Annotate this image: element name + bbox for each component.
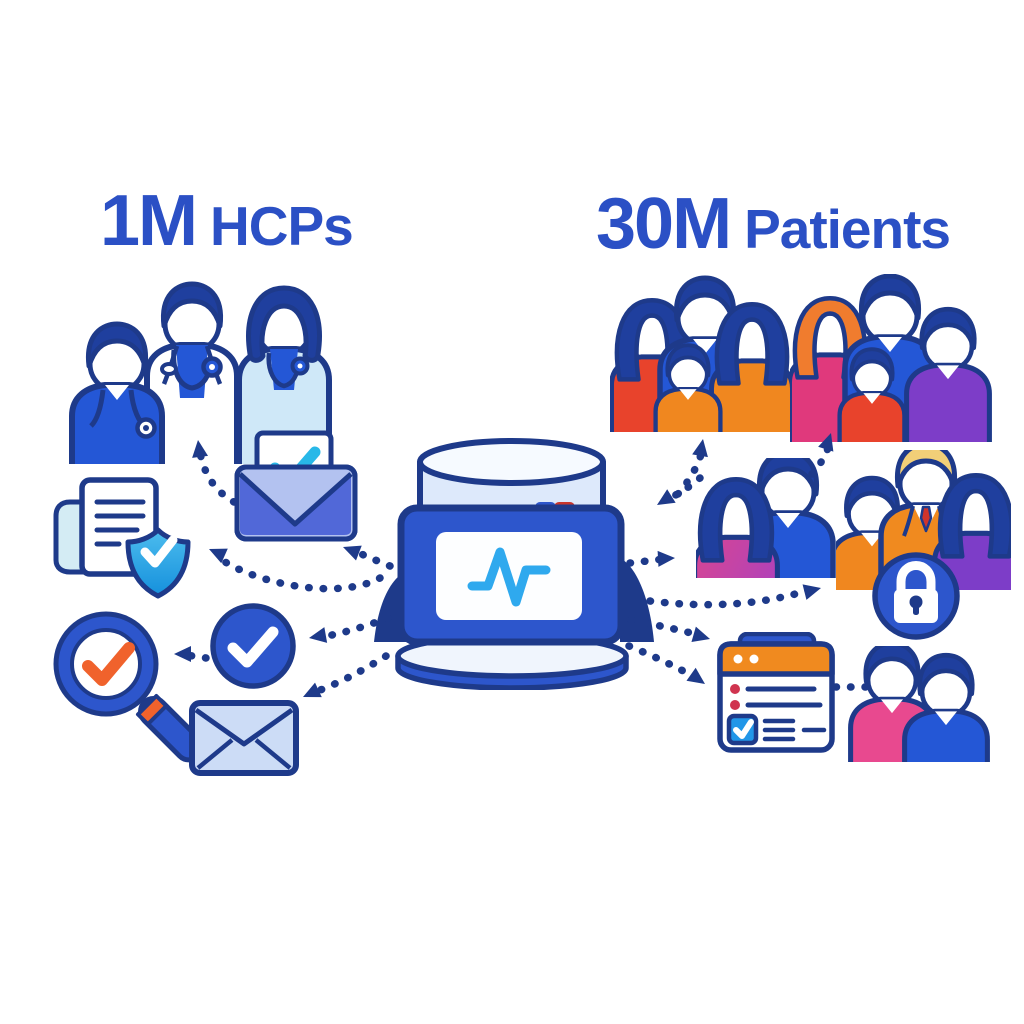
patient-woman-orange (712, 304, 793, 432)
doctor-male-whitecoat (147, 284, 237, 464)
patient-man-blue (845, 276, 935, 442)
patient-woman-magenta (696, 479, 777, 578)
lock-icon (872, 552, 960, 640)
check-circle-icon (210, 603, 296, 689)
envelope-icon (189, 700, 299, 776)
patient-bottom-pair (842, 646, 992, 762)
patient-man-blue (905, 655, 988, 762)
consent-form-checklist-icon (717, 632, 835, 753)
shield-check-icon (125, 527, 191, 599)
hcp-stat-value: 1M (100, 181, 198, 261)
search-check-icon (53, 611, 205, 763)
doctor-female (239, 288, 329, 464)
monitor-shadow-right (620, 558, 654, 642)
hcp-doctors-group (22, 272, 362, 464)
patient-lock-group (836, 450, 1011, 590)
patient-woman-pink (790, 298, 871, 442)
patient-stat-title: 30M Patients (596, 183, 951, 265)
envelope-check-icon (234, 430, 358, 542)
hcp-stat-label: HCPs (210, 195, 354, 257)
patient-man-purple (907, 309, 990, 442)
arrow-to-document-shield (218, 556, 384, 593)
arrow-to-lock-group (646, 586, 813, 609)
database-monitor-hub (374, 438, 654, 690)
patient-child-orange (656, 343, 721, 432)
document-shield-icon (53, 477, 191, 599)
patient-family-group-1 (610, 274, 795, 432)
doctor-male-scrubs (72, 324, 162, 464)
patient-child-red (840, 347, 905, 442)
patient-man-blond-suit (881, 450, 971, 590)
patient-woman-red (612, 300, 693, 432)
patient-man-pink (851, 646, 934, 762)
patient-family-group-2 (790, 274, 995, 442)
hcp-stat-title: 1M HCPs (100, 180, 354, 262)
patient-woman-purple (935, 475, 1011, 590)
patient-pair (696, 458, 836, 578)
patient-stat-value: 30M (596, 184, 732, 264)
patient-stat-label: Patients (744, 198, 951, 260)
pulse-icon (467, 547, 551, 607)
